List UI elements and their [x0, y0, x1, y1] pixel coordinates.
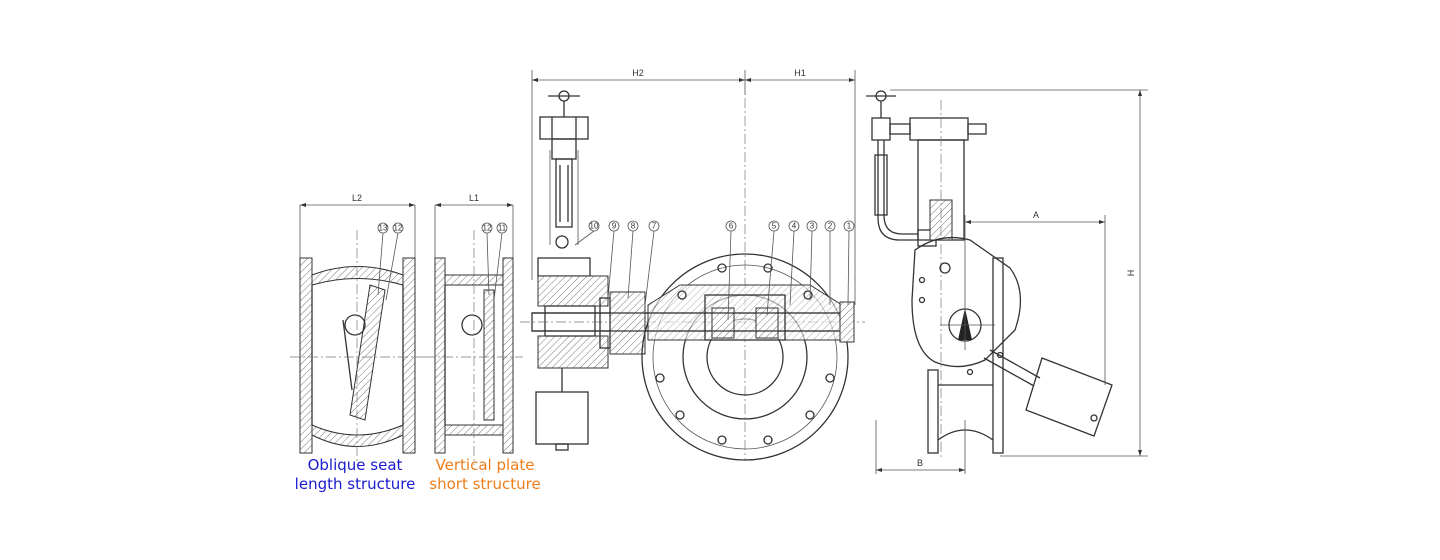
callout-oblique-13: 13	[379, 224, 388, 233]
vertical-plate-caption: Vertical plate short structure	[425, 456, 545, 494]
callout-4: 4	[792, 222, 797, 231]
callout-vertical-11: 11	[498, 224, 507, 233]
callout-5: 5	[772, 222, 777, 231]
callout-8: 8	[631, 222, 636, 231]
vertical-plate-section-view: L1 12 11	[425, 193, 523, 465]
oblique-seat-section-view: L2 13 12	[290, 193, 425, 465]
dimension-label-h2: H2	[632, 68, 644, 78]
dimension-label-h: H	[1126, 270, 1136, 277]
oblique-caption-line-1: Oblique seat	[307, 456, 403, 474]
callout-10: 10	[590, 222, 599, 231]
vertical-caption-line-2: short structure	[429, 475, 541, 493]
callout-vertical-12: 12	[483, 224, 492, 233]
dimension-label-a: A	[1033, 210, 1039, 220]
oblique-seat-caption: Oblique seat length structure	[290, 456, 420, 494]
callout-2: 2	[828, 222, 833, 231]
vertical-caption-line-1: Vertical plate	[435, 456, 535, 474]
dimension-label-l1: L1	[469, 193, 479, 203]
dimension-label-h1: H1	[794, 68, 806, 78]
callout-oblique-12: 12	[394, 224, 403, 233]
callout-9: 9	[612, 222, 617, 231]
callout-1: 1	[847, 222, 852, 231]
callout-3: 3	[810, 222, 815, 231]
oblique-caption-line-2: length structure	[294, 475, 416, 493]
main-valve-section-view: H2 H1	[520, 68, 865, 461]
callout-7: 7	[652, 222, 657, 231]
dimension-label-l2: L2	[352, 193, 362, 203]
side-view: A B H	[866, 89, 1148, 474]
callout-6: 6	[729, 222, 734, 231]
dimension-label-b: B	[917, 458, 923, 468]
main-callouts: 10 9 8 7 6 5 4 3 2 1	[574, 220, 855, 321]
